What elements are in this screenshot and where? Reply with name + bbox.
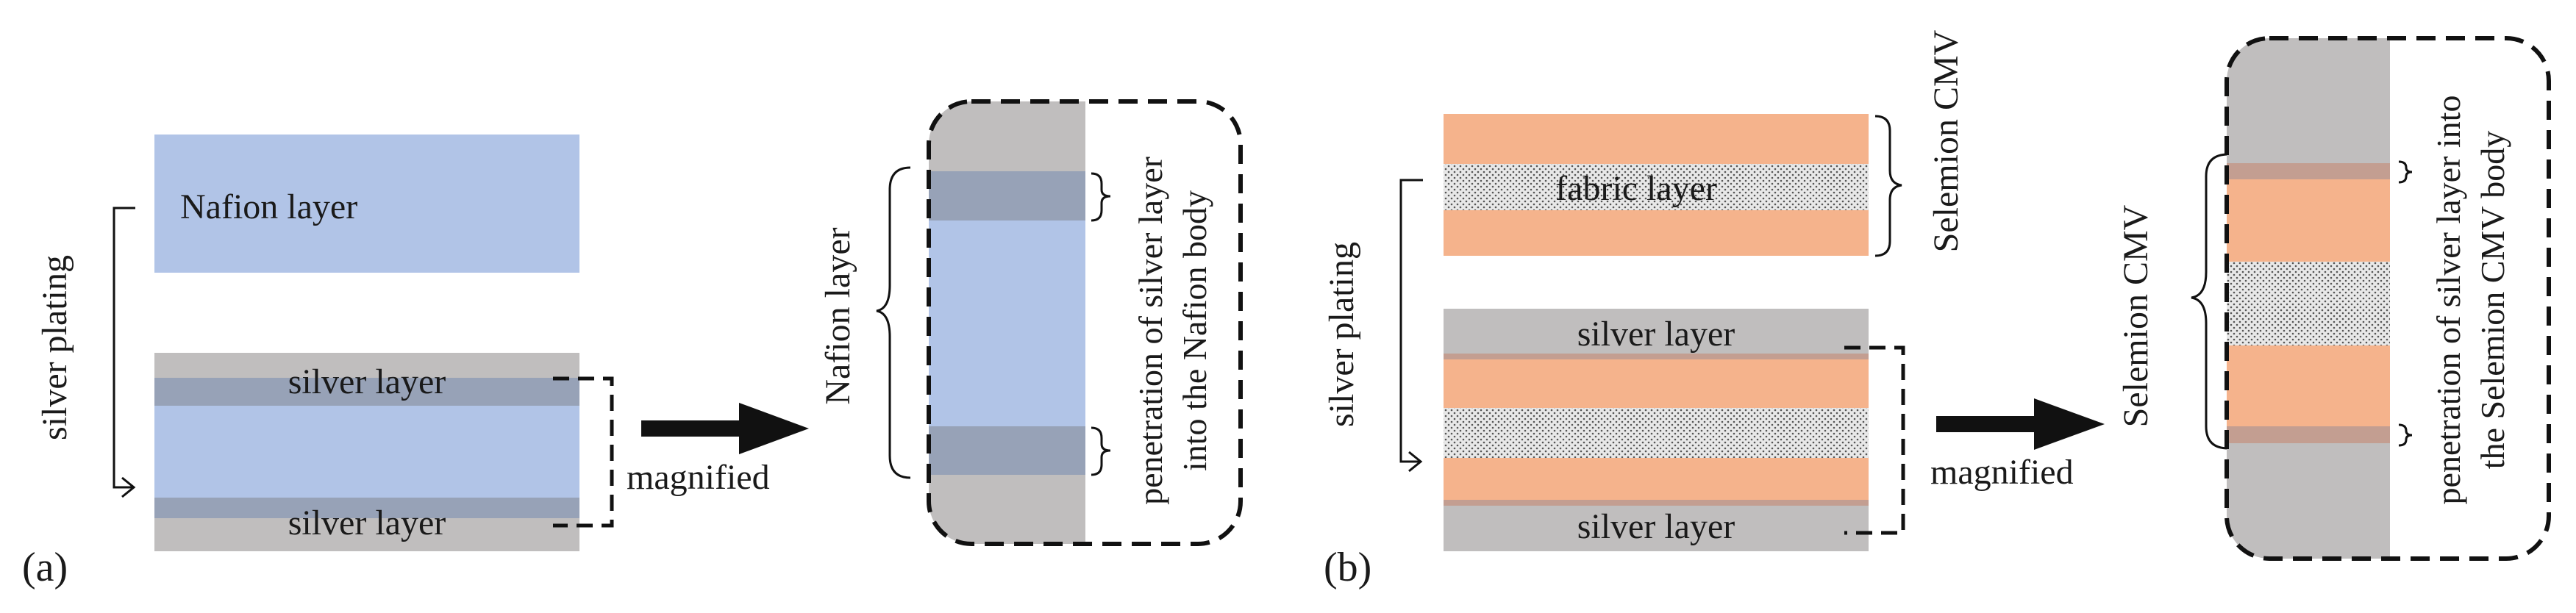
- magnified-label-b: magnified: [1930, 453, 2074, 492]
- panel-a: (a) Nafion layer silver plating silver l…: [22, 99, 1243, 590]
- zoom-view-a: [929, 101, 1085, 544]
- penetration-brace-top: [1091, 172, 1111, 222]
- zoom-brace-label: Nafion layer: [818, 227, 857, 404]
- cmv-top: [1444, 114, 1869, 164]
- cmv-brace-label: Selemion CMV: [1927, 29, 1966, 252]
- magnified-label: magnified: [627, 458, 770, 497]
- silver-plating-label: silver plating: [35, 255, 74, 440]
- panel-b-label: (b): [1324, 545, 1371, 590]
- nafion-layer-label: Nafion layer: [180, 187, 357, 226]
- plated-nafion-stack: silver layer silver layer: [154, 353, 579, 551]
- lower-penetration-band: [154, 498, 579, 518]
- silver-plating-arrowhead: [121, 476, 136, 498]
- plated-cmv-stack: silver layer silver layer: [1444, 309, 1869, 551]
- zoom-upper-penetration: [929, 171, 1085, 221]
- lower-silver-label-b: silver layer: [1577, 507, 1735, 546]
- zoom-nafion-core: [929, 221, 1085, 426]
- fabric-plated: [1444, 408, 1869, 458]
- zoom-lower-penetration-b: [2227, 426, 2390, 443]
- zoom-lower-penetration: [929, 426, 1085, 475]
- zoom-cmv-bottom: [2227, 345, 2390, 426]
- zoom-brace-label-b: Selemion CMV: [2116, 204, 2155, 427]
- zoom-cmv-top: [2227, 179, 2390, 262]
- penetration-brace-top-b: [2398, 160, 2413, 184]
- cmv-bottom: [1444, 210, 1869, 256]
- zoom-left-brace-b: [2191, 153, 2229, 450]
- magnify-arrow-b: [1936, 398, 2105, 450]
- lower-penetration-line-b: [1444, 500, 1869, 506]
- zoom-frame-b: [2224, 36, 2551, 561]
- upper-silver-label: silver layer: [288, 362, 446, 401]
- cmv-stack: fabric layer: [1444, 114, 1869, 256]
- zoom-frame-a: [927, 99, 1243, 546]
- zoom-view-b: [2227, 38, 2390, 559]
- penetration-brace-bottom-b: [2398, 423, 2413, 447]
- upper-penetration-line-b: [1444, 354, 1869, 359]
- panel-b: (b) fabric layer Selemion CMV silver pla…: [1322, 29, 2551, 590]
- upper-penetration-band: [154, 378, 579, 406]
- fabric-layer: [1444, 164, 1869, 210]
- zoom-penetration-line1-b: penetration of silver layer into: [2430, 96, 2467, 505]
- fabric-layer-label: fabric layer: [1555, 169, 1717, 208]
- cmv-plated-top: [1444, 359, 1869, 408]
- zoom-fabric: [2227, 262, 2390, 345]
- zoom-penetration-line2-b: the Selemion CMV body: [2474, 131, 2511, 469]
- zoom-penetration-line1: penetration of silver layer: [1132, 157, 1169, 505]
- silver-plating-label-b: silver plating: [1322, 242, 1361, 427]
- nafion-layer-block: [154, 135, 579, 273]
- silver-plating-bracket: [113, 207, 135, 489]
- panel-a-label: (a): [22, 545, 68, 590]
- lower-silver-label: silver layer: [288, 503, 446, 542]
- magnify-selection-b: [1844, 345, 1905, 535]
- upper-silver-label-b: silver layer: [1577, 315, 1735, 354]
- magnify-arrow: [641, 403, 809, 454]
- cmv-right-brace: [1874, 115, 1902, 257]
- silver-plating-bracket-b: [1399, 179, 1423, 463]
- zoom-left-brace: [876, 166, 911, 479]
- silver-plating-arrowhead-b: [1408, 451, 1423, 473]
- nafion-core: [154, 406, 579, 498]
- magnify-selection: [553, 376, 614, 528]
- cmv-plated-bottom: [1444, 458, 1869, 500]
- penetration-brace-bottom: [1091, 426, 1111, 476]
- zoom-upper-penetration-b: [2227, 163, 2390, 179]
- zoom-penetration-line2: into the Nafion body: [1176, 190, 1213, 471]
